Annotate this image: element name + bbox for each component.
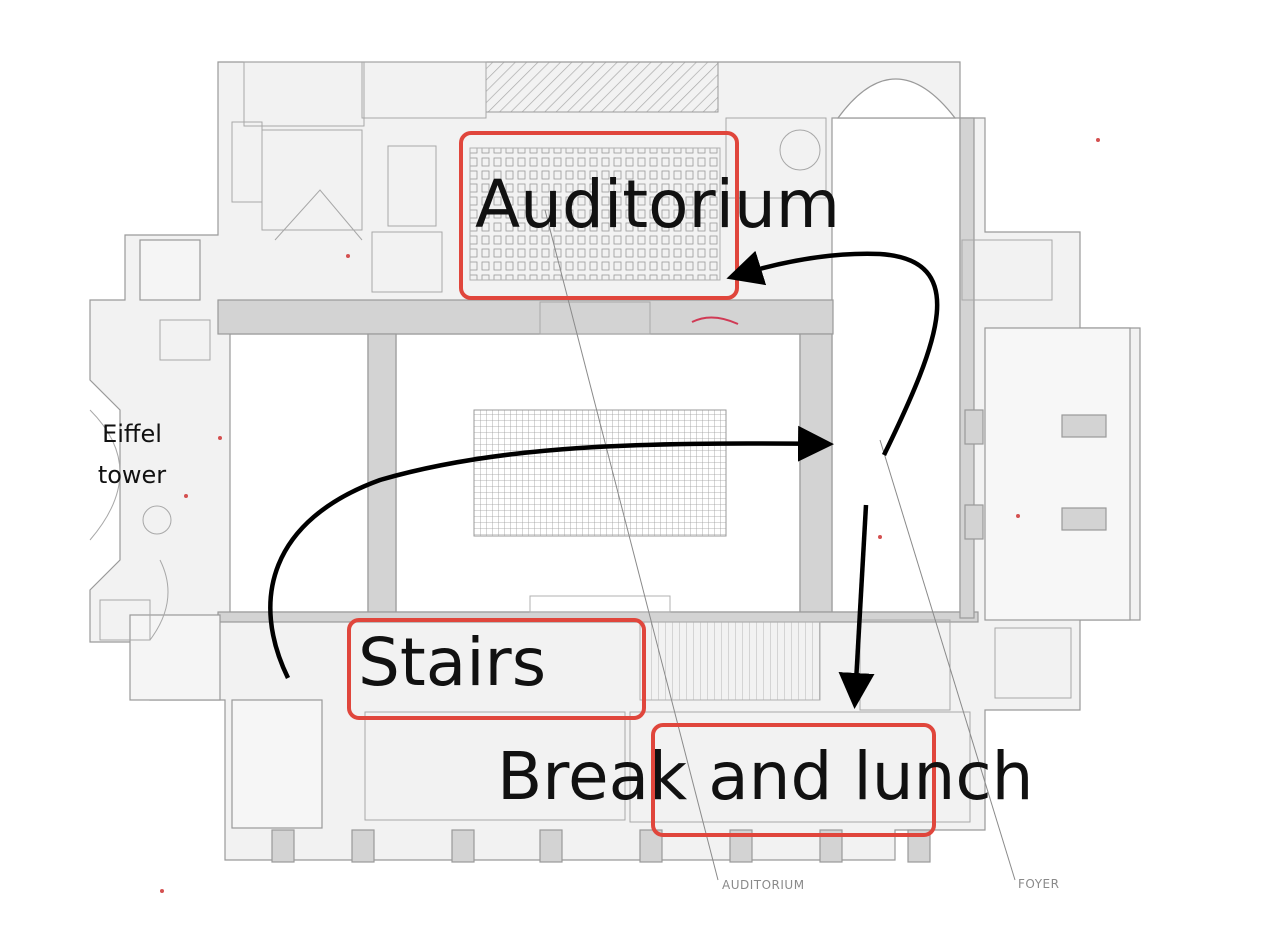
eiffel-tower-line2: tower xyxy=(97,461,167,489)
section-lines xyxy=(544,209,1016,881)
auditorium-caption: AUDITORIUM xyxy=(722,878,805,892)
arrow-to-auditorium xyxy=(726,250,940,456)
eiffel-tower-label: Eiffel tower xyxy=(82,414,182,496)
stairs-highlight-box[interactable] xyxy=(347,618,646,720)
central-grid xyxy=(473,409,727,537)
arrow-to-center xyxy=(268,425,834,679)
steps-strip xyxy=(639,621,821,701)
arrow-to-break-lunch xyxy=(838,504,875,709)
eiffel-tower-line1: Eiffel xyxy=(102,420,162,448)
red-arc xyxy=(691,316,739,325)
stairs-label: Stairs xyxy=(358,624,547,701)
upper-left-rooms xyxy=(89,61,1072,823)
auditorium-seating xyxy=(469,147,721,281)
plan-dots xyxy=(160,138,1100,893)
route-arrows xyxy=(268,250,940,709)
break-lunch-highlight-box[interactable] xyxy=(651,723,936,837)
break-lunch-label: Break and lunch xyxy=(497,738,1034,815)
auditorium-highlight-box[interactable] xyxy=(459,131,739,300)
auditorium-label: Auditorium xyxy=(475,166,841,243)
building-walls xyxy=(89,61,1141,863)
hatched-area xyxy=(485,61,719,113)
foyer-caption: FOYER xyxy=(1018,877,1060,891)
